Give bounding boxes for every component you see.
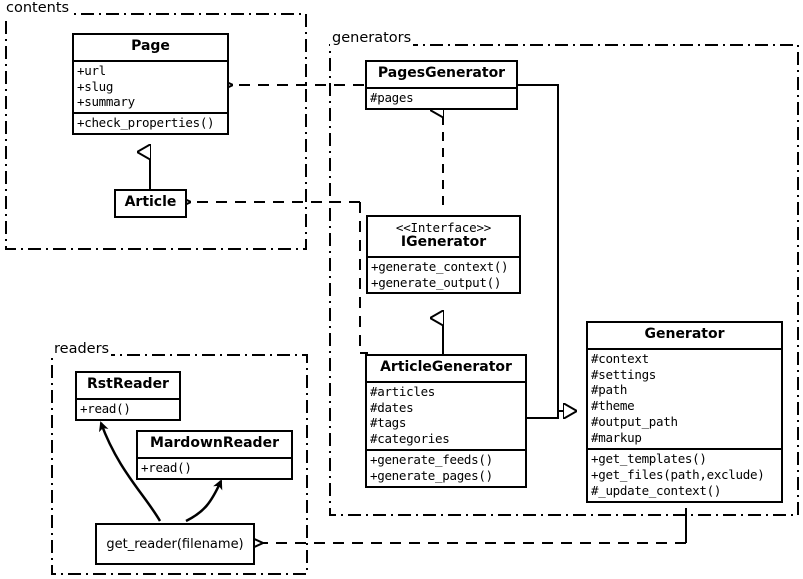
class-name-pagesgenerator: PagesGenerator <box>377 65 506 81</box>
attribute-url: +url <box>77 62 106 78</box>
class-name-igenerator-text: IGenerator <box>400 234 487 250</box>
attribute-output-path: #output_path <box>591 414 678 430</box>
package-label-readers: readers <box>52 341 112 357</box>
class-methods-rstreader: +read() <box>77 397 179 419</box>
edge-getreader-uses-rstreader <box>99 421 162 522</box>
class-box-article[interactable]: Article <box>114 189 187 218</box>
method-read-rst: +read() <box>80 400 131 416</box>
class-box-igenerator[interactable]: <<Interface>> IGenerator +generate_conte… <box>366 215 521 295</box>
edge-articlegenerator-generalizes-generator <box>527 411 559 419</box>
method-check-properties: +check_properties() <box>77 115 215 131</box>
class-attributes-page: +url +slug +summary <box>74 59 227 113</box>
class-box-rstreader[interactable]: RstReader +read() <box>75 371 181 421</box>
class-attributes-pagesgenerator: #pages <box>367 86 516 108</box>
class-methods-articlegenerator: +generate_feeds() +generate_pages() <box>367 449 525 486</box>
attribute-markup: #markup <box>591 430 642 446</box>
class-box-generator[interactable]: Generator #context #settings #path #them… <box>586 321 783 503</box>
package-frame-generators <box>329 44 799 516</box>
class-name-articlegenerator: ArticleGenerator <box>380 359 512 375</box>
attribute-slug: +slug <box>77 78 114 94</box>
class-methods-generator: +get_templates() +get_files(path,exclude… <box>588 447 781 501</box>
edge-generators-depends-article <box>190 202 368 354</box>
attribute-path: #path <box>591 382 628 398</box>
function-box-get-reader[interactable]: get_reader(filename) <box>95 523 255 565</box>
package-label-contents: contents <box>4 0 72 16</box>
edge-generator-depends-getreader <box>262 508 687 543</box>
class-box-mardownreader[interactable]: MardownReader +read() <box>136 430 293 480</box>
attribute-pages: #pages <box>370 89 414 105</box>
method-update-context: #_update_context() <box>591 482 722 498</box>
attribute-summary: +summary <box>77 94 135 110</box>
class-box-page[interactable]: Page +url +slug +summary +check_properti… <box>72 33 229 136</box>
method-get-templates: +get_templates() <box>591 450 707 466</box>
attribute-categories: #categories <box>370 431 450 447</box>
method-get-files: +get_files(path,exclude) <box>591 466 765 482</box>
package-label-generators: generators <box>330 30 414 46</box>
class-box-articlegenerator[interactable]: ArticleGenerator #articles #dates #tags … <box>365 354 527 488</box>
attribute-tags: #tags <box>370 415 407 431</box>
class-name-article: Article <box>124 194 177 210</box>
attribute-articles: #articles <box>370 383 436 399</box>
attribute-settings: #settings <box>591 366 657 382</box>
method-generate-pages: +generate_pages() <box>370 468 493 484</box>
method-read-mardown: +read() <box>141 459 192 475</box>
class-attributes-generator: #context #settings #path #theme #output_… <box>588 347 781 448</box>
class-name-rstreader: RstReader <box>87 376 169 392</box>
method-generate-context: +generate_context() <box>371 258 509 274</box>
class-methods-mardownreader: +read() <box>138 456 291 478</box>
method-generate-output: +generate_output() <box>371 274 502 290</box>
package-frame-readers <box>51 354 308 575</box>
class-methods-page: +check_properties() <box>74 112 227 133</box>
method-generate-feeds: +generate_feeds() <box>370 452 493 468</box>
class-name-igenerator: <<Interface>> IGenerator <box>368 217 519 256</box>
function-label-get-reader: get_reader(filename) <box>106 536 244 552</box>
class-name-mardownreader: MardownReader <box>150 435 279 451</box>
class-methods-igenerator: +generate_context() +generate_output() <box>368 255 519 293</box>
package-frame-contents <box>5 13 307 250</box>
attribute-context: #context <box>591 350 649 366</box>
class-name-page: Page <box>131 38 170 54</box>
class-stereotype-igenerator: <<Interface>> <box>395 220 492 235</box>
attribute-dates: #dates <box>370 399 414 415</box>
attribute-theme: #theme <box>591 398 635 414</box>
class-name-generator: Generator <box>644 326 725 342</box>
edge-getreader-uses-mardownreader <box>185 479 223 523</box>
edge-pagesgenerator-generalizes-generator <box>518 84 576 411</box>
class-box-pagesgenerator[interactable]: PagesGenerator #pages <box>365 60 518 110</box>
class-attributes-articlegenerator: #articles #dates #tags #categories <box>367 380 525 450</box>
